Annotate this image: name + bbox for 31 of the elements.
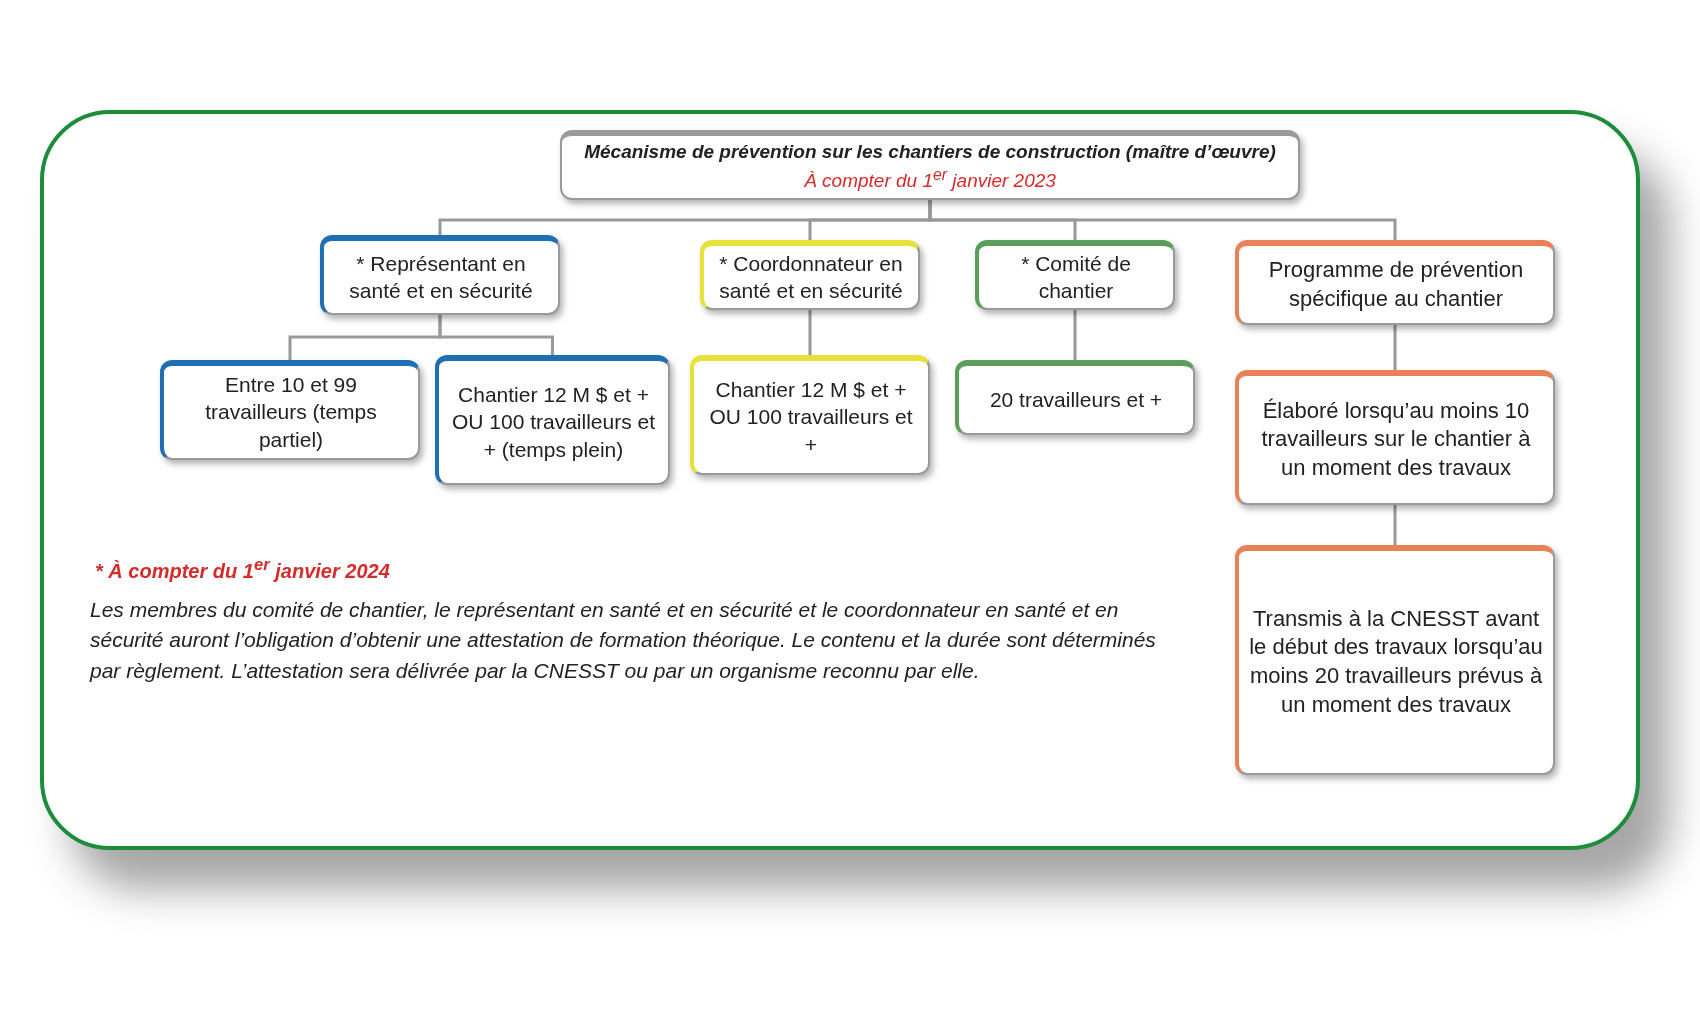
info-box [320,235,560,315]
info-box [1235,545,1555,775]
box-heading: Mécanisme de prévention sur les chantiers de construction (maître d’œuvre) [584,140,1276,165]
connector-line [1393,505,1397,545]
info-box [1235,370,1555,505]
box-text: * Représentant en santé et en sécurité [348,250,534,304]
box-text: Chantier 12 M $ et + OU 100 travailleurs et + (temps plein) [450,382,657,463]
connector-line [808,310,812,355]
box-text: Chantier 12 M $ et + OU 100 travailleurs et + [708,377,914,458]
connector-line [1073,310,1077,360]
connector-line [438,315,554,355]
box-text: * Coordonnateur en santé et en sécurité [718,250,904,304]
info-box [160,360,420,460]
connector-line [1393,325,1397,370]
note-paragraph: Les membres du comité de chantier, le représentant en santé et en sécurité et le coordonnateur en santé et en sécurité auront l’obligation d’obtenir une attestation de formation théorique. Le contenu et la durée sont déterminés par règlement. L’attestation sera délivrée par la CNESST ou par un organisme reconnu par elle. [90,597,1157,684]
note-heading: * À compter du 1$^{er}$ janvier 2024 [95,555,390,583]
box-subtitle: À compter du 1$^{er}$ janvier 2023 [804,164,1056,194]
info-box [955,360,1195,435]
info-box [690,355,930,475]
box-text: Élaboré lorsqu’au moins 10 travailleurs sur le chantier à un moment des travaux [1260,396,1532,482]
info-box [700,240,920,310]
box-text: Transmis à la CNESST avant le début des travaux lorsqu’au moins 20 travailleurs prévus à un moment des travaux [1249,604,1543,719]
info-box [975,240,1175,310]
box-text: * Comité de chantier [1020,250,1132,304]
box-text: 20 travailleurs et + [989,386,1163,413]
connector-line [928,200,1397,240]
info-box [435,355,670,485]
box-text: Programme de prévention spécifique au chantier [1267,255,1525,313]
info-box [1235,240,1555,325]
title-box [560,130,1300,200]
box-text: Entre 10 et 99 travailleurs (temps partiel) [204,372,378,453]
